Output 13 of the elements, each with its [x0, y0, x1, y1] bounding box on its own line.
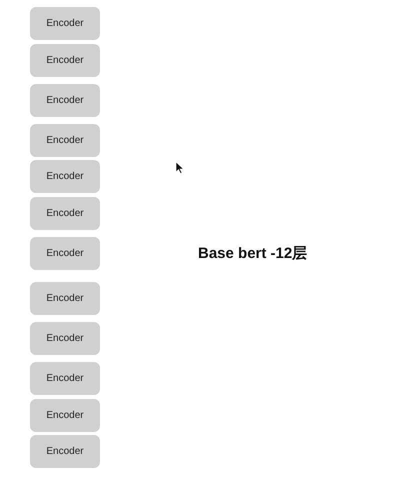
encoder-box: Encoder: [30, 435, 100, 468]
encoder-box: Encoder: [30, 44, 100, 77]
encoder-box: Encoder: [30, 237, 100, 270]
encoder-box: Encoder: [30, 197, 100, 230]
encoder-box: Encoder: [30, 362, 100, 395]
encoder-box: Encoder: [30, 160, 100, 193]
model-label: Base bert -12层: [198, 244, 308, 264]
encoder-box: Encoder: [30, 322, 100, 355]
encoder-box: Encoder: [30, 124, 100, 157]
encoder-box: Encoder: [30, 84, 100, 117]
encoder-box: Encoder: [30, 282, 100, 315]
encoder-box: Encoder: [30, 7, 100, 40]
encoder-box: Encoder: [30, 399, 100, 432]
